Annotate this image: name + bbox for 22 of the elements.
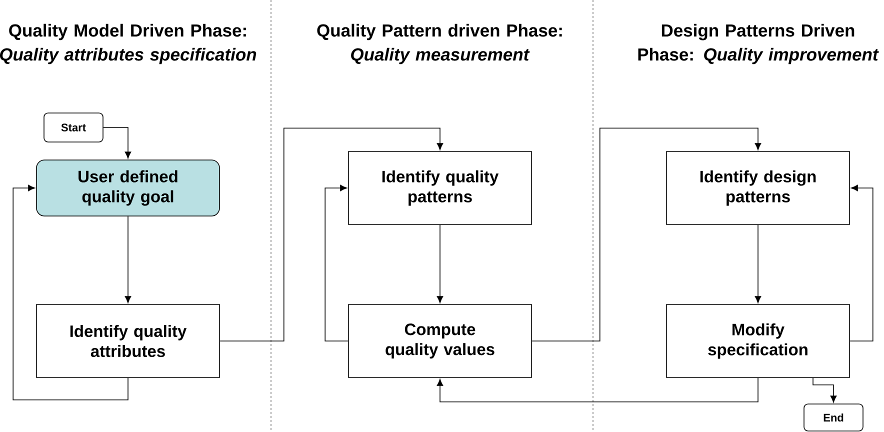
arrow (436, 378, 758, 402)
arrow (124, 216, 132, 304)
arrow (812, 378, 837, 403)
process-box: Compute quality values (348, 304, 532, 378)
arrow (324, 184, 348, 342)
arrow (12, 184, 128, 400)
process-box: Identify quality attributes (36, 304, 220, 378)
process-box: Modify specification (666, 304, 850, 378)
goal-box: User defined quality goal (36, 160, 220, 216)
arrow (220, 128, 444, 342)
arrow (532, 128, 762, 342)
process-box: Identify quality patterns (348, 151, 532, 225)
phase-heading: Quality Model Driven Phase: Quality attributes specification (0, 24, 256, 64)
process-box: Identify design patterns (666, 151, 850, 225)
phase-heading: Quality Pattern driven Phase: Quality measurement (317, 24, 562, 64)
arrow (103, 127, 132, 159)
arrow (754, 224, 762, 304)
arrow (850, 184, 874, 342)
terminal-box: Start (44, 112, 104, 142)
phase-heading: Design Patterns Driven Phase: Quality improvement (638, 24, 879, 64)
terminal-box: End (804, 404, 864, 432)
arrow (436, 224, 444, 304)
